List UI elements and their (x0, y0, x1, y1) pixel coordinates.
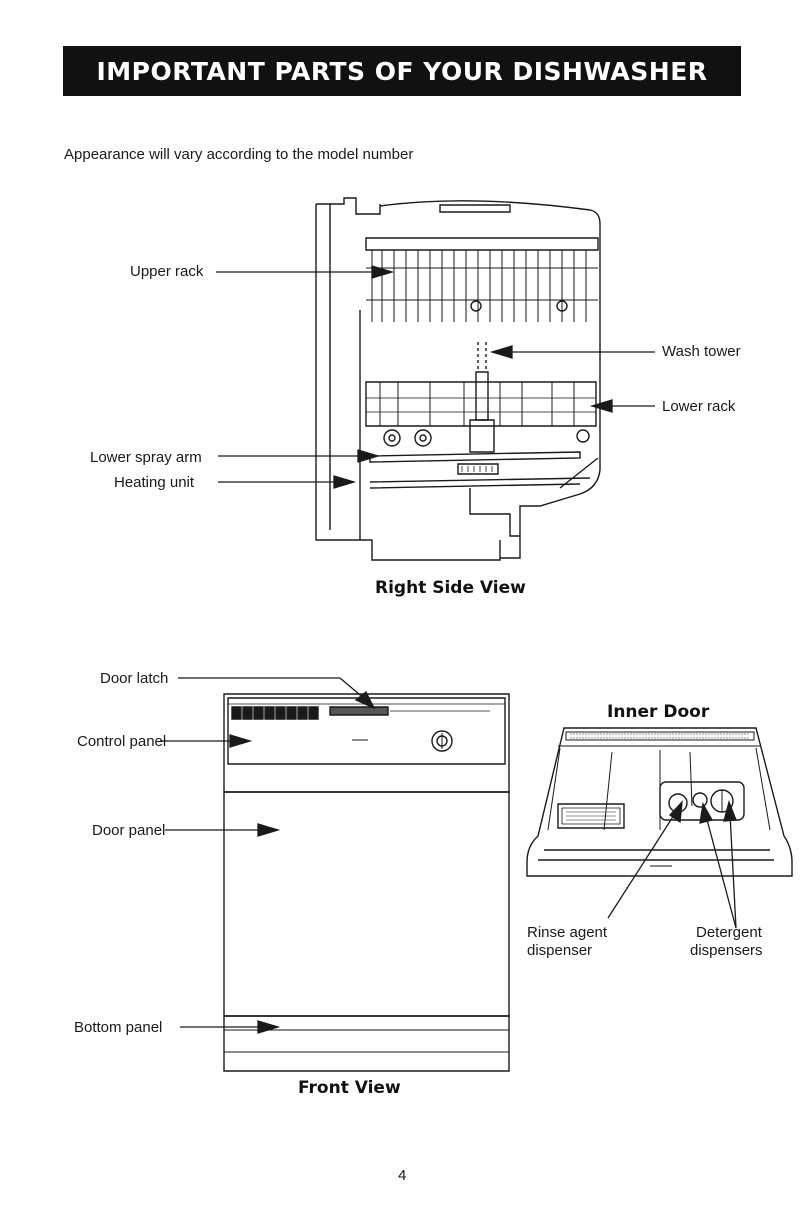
detergent-arrow-icon-1 (700, 804, 712, 823)
label-detergent-line1: Detergent (696, 924, 762, 942)
page-number: 4 (398, 1168, 406, 1183)
detergent-arrow-icon-2 (724, 802, 736, 821)
label-detergent-line2: dispensers (690, 942, 763, 960)
label-rinse-agent-line1: Rinse agent (527, 924, 607, 942)
label-rinse-agent-line2: dispenser (527, 942, 592, 960)
